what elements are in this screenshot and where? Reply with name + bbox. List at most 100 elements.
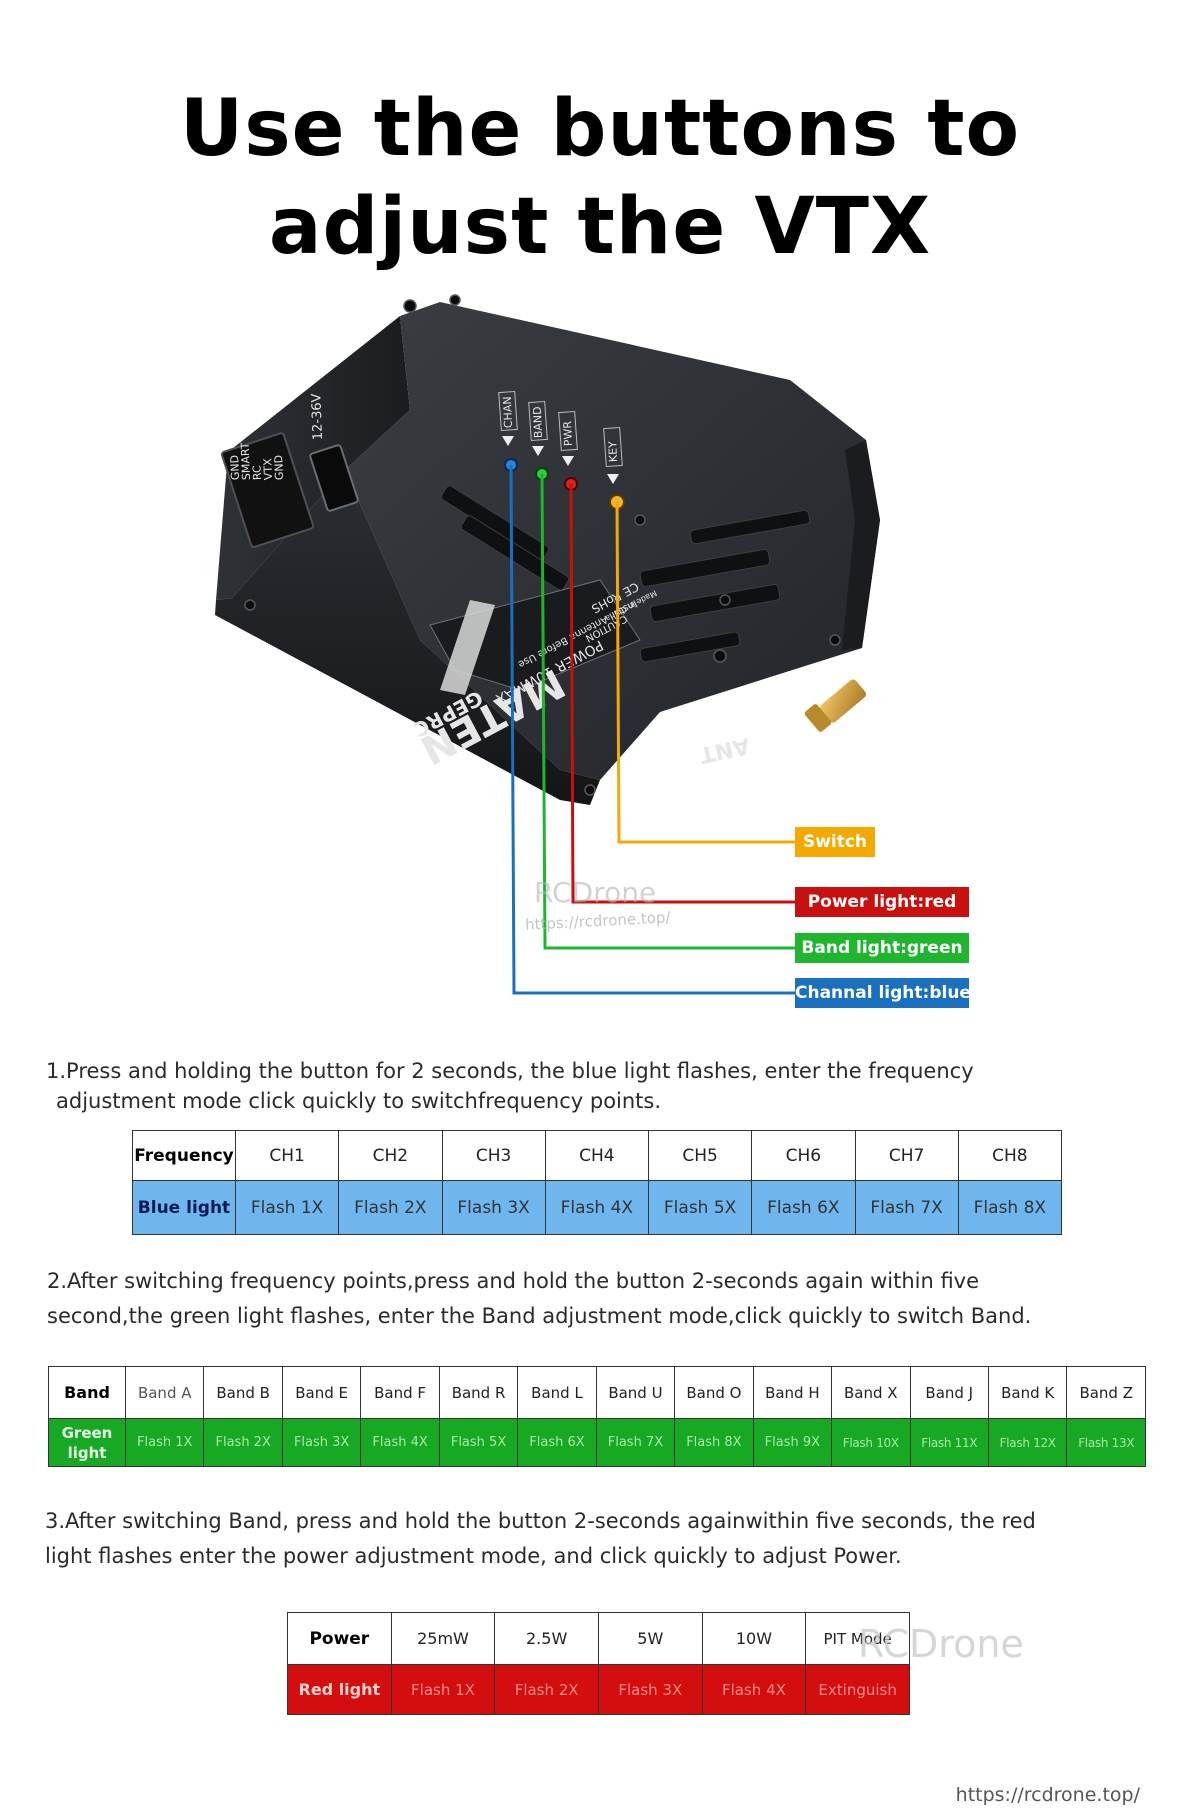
power-leader-line <box>569 483 795 904</box>
watermark-logo: RCDrone <box>534 876 657 909</box>
band-header-cell: Band H <box>752 1366 833 1419</box>
band-header-cell: Band O <box>674 1366 754 1419</box>
pwr-arrow-icon <box>562 456 574 466</box>
band-header-label: Band <box>48 1366 126 1419</box>
green-light-cell: Flash 6X <box>517 1418 597 1467</box>
antenna-connector <box>804 679 867 732</box>
blue-light-cell: Flash 7X <box>854 1180 959 1235</box>
frequency-header-cell: CH2 <box>338 1130 443 1181</box>
pin-label-4: SMART <box>239 442 253 480</box>
band-arrow-icon <box>532 446 544 456</box>
channel-light-callout: Channal light:blue <box>795 978 971 1008</box>
green-light-cell: Flash 3X <box>281 1418 362 1467</box>
red-light-cell: Flash 3X <box>597 1664 703 1715</box>
band-header-cell: Band E <box>281 1366 362 1419</box>
band-leader-line <box>540 473 795 950</box>
step-2-line-2: second,the green light flashes, enter th… <box>47 1304 1032 1328</box>
red-light-cell: Flash 4X <box>701 1664 807 1715</box>
band-header-cell: Band K <box>987 1366 1068 1419</box>
band-header-cell: Band R <box>438 1366 519 1419</box>
power-header-cell: 10W <box>701 1612 807 1665</box>
chan-button-label-group: CHAN <box>498 390 518 446</box>
red-light-row: Red light Flash 1X Flash 2X Flash 3X Fla… <box>287 1664 910 1715</box>
green-light-cell: Flash 9X <box>752 1418 833 1467</box>
pwr-button-label: PWR <box>561 420 575 446</box>
power-header-cell: PIT Mode <box>805 1612 910 1665</box>
power-header-cell: 5W <box>597 1612 703 1665</box>
chan-button-label: CHAN <box>501 396 515 428</box>
blue-light-cell: Flash 2X <box>338 1180 443 1235</box>
blue-light-cell: Flash 6X <box>751 1180 856 1235</box>
vtx-device-illustration: GEPRC MATEN POWER 10WMAX CAUTION Install… <box>215 294 880 995</box>
page-title: Use the buttons to adjust the VTX <box>0 80 1200 276</box>
band-header-cell: Band X <box>831 1366 911 1419</box>
signal-connector <box>309 444 359 512</box>
power-table: Power 25mW 2.5W 5W 10W PIT Mode Red ligh… <box>287 1612 910 1715</box>
page-title-line-1: Use the buttons to <box>179 84 1021 174</box>
frequency-header-row: Frequency CH1 CH2 CH3 CH4 CH5 CH6 CH7 CH… <box>132 1130 1063 1181</box>
frequency-header-cell: CH8 <box>957 1130 1063 1181</box>
step-2-line-1: 2.After switching frequency points,press… <box>47 1269 980 1293</box>
green-light-cell: Flash 7X <box>595 1418 676 1467</box>
green-light-cell: Flash 11X <box>909 1418 989 1467</box>
pin-label-5: GND <box>228 455 242 481</box>
pin-label-1: GND <box>272 455 286 481</box>
frequency-header-cell: CH7 <box>854 1130 959 1181</box>
green-light-label-line-1: Green <box>61 1423 113 1442</box>
blue-light-row-label: Blue light <box>132 1180 236 1235</box>
green-light-row: Green light Flash 1X Flash 2X Flash 3X F… <box>48 1418 1146 1467</box>
step-3-line-2: light flashes enter the power adjustment… <box>45 1544 902 1568</box>
red-light-cell: Flash 1X <box>390 1664 496 1715</box>
green-light-label-line-2: light <box>67 1443 107 1462</box>
key-button-label: KEY <box>606 441 620 463</box>
power-connector <box>220 432 315 548</box>
band-table: Band Band A Band B Band E Band F Band R … <box>48 1366 1146 1467</box>
red-light-cell: Extinguish <box>805 1664 910 1715</box>
frequency-header-label: Frequency <box>132 1130 236 1181</box>
power-header-cell: 2.5W <box>494 1612 599 1665</box>
frequency-header-cell: CH3 <box>441 1130 546 1181</box>
power-header-label: Power <box>287 1612 392 1665</box>
band-header-cell: Band F <box>360 1366 440 1419</box>
power-input-label: 12-36V <box>309 393 326 440</box>
power-light-callout: Power light:red <box>795 887 969 917</box>
band-header-cell: Band J <box>909 1366 989 1419</box>
frequency-header-cell: CH4 <box>544 1130 650 1181</box>
vtx-body <box>215 294 880 805</box>
band-header-cell: Band U <box>595 1366 676 1419</box>
key-button-label-group: KEY <box>603 426 623 484</box>
switch-callout: Switch <box>795 827 875 857</box>
blue-light-cell: Flash 1X <box>234 1180 340 1235</box>
footer-url: https://rcdrone.top/ <box>955 1784 1140 1806</box>
band-header-cell: Band A <box>124 1366 205 1419</box>
green-light-cell: Flash 4X <box>360 1418 440 1467</box>
band-light-callout: Band light:green <box>795 933 969 963</box>
green-light-cell: Flash 12X <box>987 1418 1068 1467</box>
band-header-cell: Band B <box>203 1366 283 1419</box>
band-header-cell: Band Z <box>1066 1366 1146 1419</box>
band-header-row: Band Band A Band B Band E Band F Band R … <box>48 1366 1146 1419</box>
pwr-button-label-group: PWR <box>558 410 578 466</box>
channel-leader-line <box>509 464 795 995</box>
green-light-cell: Flash 8X <box>674 1418 754 1467</box>
band-button-label: BAND <box>531 406 545 438</box>
frequency-header-cell: CH6 <box>751 1130 856 1181</box>
green-light-cell: Flash 1X <box>124 1418 205 1467</box>
step-3-line-1: 3.After switching Band, press and hold t… <box>45 1509 1036 1533</box>
green-light-cell: Flash 2X <box>203 1418 283 1467</box>
pin-label-2: VTX <box>261 458 275 481</box>
blue-light-cell: Flash 8X <box>957 1180 1063 1235</box>
red-light-row-label: Red light <box>287 1664 392 1715</box>
chan-arrow-icon <box>502 436 514 446</box>
key-arrow-icon <box>607 474 619 484</box>
pin-label-3: RC <box>250 465 264 481</box>
switch-leader-line <box>615 501 795 844</box>
green-light-cell: Flash 10X <box>831 1418 911 1467</box>
green-light-cell: Flash 13X <box>1066 1418 1146 1467</box>
frequency-header-cell: CH5 <box>647 1130 753 1181</box>
blue-light-cell: Flash 3X <box>441 1180 546 1235</box>
blue-light-cell: Flash 4X <box>544 1180 650 1235</box>
frequency-header-cell: CH1 <box>234 1130 340 1181</box>
power-header-row: Power 25mW 2.5W 5W 10W PIT Mode <box>287 1612 910 1665</box>
frequency-table: Frequency CH1 CH2 CH3 CH4 CH5 CH6 CH7 CH… <box>132 1130 1063 1235</box>
